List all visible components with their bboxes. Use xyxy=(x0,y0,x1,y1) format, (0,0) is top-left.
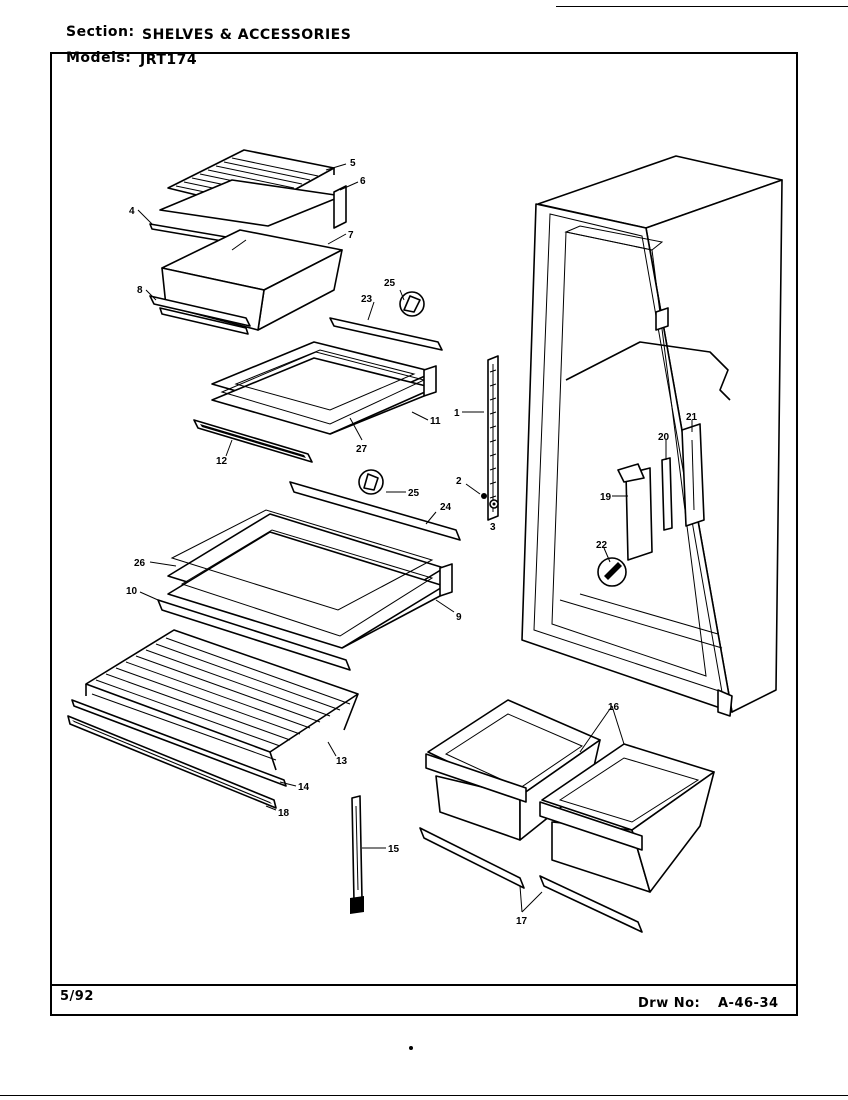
callout-6: 6 xyxy=(360,176,366,187)
callout-27: 27 xyxy=(356,444,368,455)
callout-19: 19 xyxy=(600,492,612,503)
callout-17: 17 xyxy=(516,916,528,927)
callout-25-upper: 25 xyxy=(384,278,396,289)
callout-14: 14 xyxy=(298,782,310,793)
shelf-clip-part-25-upper xyxy=(399,291,425,317)
top-rule xyxy=(556,6,848,7)
shelf-support-part-15 xyxy=(350,795,364,914)
drawing-number: A-46-34 xyxy=(718,996,779,1011)
callout-11: 11 xyxy=(430,416,441,427)
callout-26: 26 xyxy=(134,558,146,569)
shelf-frame-part-27 xyxy=(234,349,416,411)
shelf-trim-part-23 xyxy=(329,317,443,351)
shelf-frame-part-6 xyxy=(159,179,347,229)
drawing-frame xyxy=(50,52,798,1016)
shelf-frame-part-26 xyxy=(170,509,434,611)
crisper-drawer-right-part-16 xyxy=(539,743,715,893)
bottom-wire-shelf-part-13 xyxy=(85,629,359,771)
support-part-20 xyxy=(661,457,673,531)
leader-lines xyxy=(137,163,693,913)
stray-mark xyxy=(409,1046,413,1050)
callout-3: 3 xyxy=(490,522,496,533)
glass-shelf-part-9 xyxy=(167,513,453,649)
callout-20: 20 xyxy=(658,432,670,443)
callout-16: 16 xyxy=(608,702,620,713)
callout-18: 18 xyxy=(278,808,290,819)
bracket-part-19 xyxy=(617,463,653,561)
callout-8: 8 xyxy=(137,285,143,296)
shelf-trim-part-10 xyxy=(157,599,351,671)
callout-1: 1 xyxy=(454,408,460,419)
models-label: Models: xyxy=(66,50,132,66)
shelf-trim-part-12 xyxy=(193,419,313,463)
shelf-trim-part-18 xyxy=(67,715,277,809)
bottom-rule xyxy=(0,1095,848,1096)
drawing-number-label: Drw No: xyxy=(638,996,701,1011)
callout-15: 15 xyxy=(388,844,400,855)
section-label: Section: xyxy=(66,24,135,40)
glass-shelf-part-11 xyxy=(211,341,437,435)
shelf-trim-part-14 xyxy=(71,699,287,787)
callout-24: 24 xyxy=(440,502,452,513)
section-title: SHELVES & ACCESSORIES xyxy=(142,27,352,43)
callout-22: 22 xyxy=(596,540,608,551)
callout-4: 4 xyxy=(129,206,135,217)
bracket-part-21 xyxy=(681,423,705,527)
refrigerator-cabinet xyxy=(521,155,783,717)
shelf-trim-part-24 xyxy=(289,481,461,541)
callout-2: 2 xyxy=(456,476,462,487)
crisper-pan-part-7 xyxy=(161,229,343,331)
callout-5: 5 xyxy=(350,158,356,169)
callout-25-lower: 25 xyxy=(408,488,420,499)
callout-13: 13 xyxy=(336,756,348,767)
shelf-clip-part-25-lower xyxy=(358,469,384,495)
screw-part-3 xyxy=(489,499,499,509)
drawer-rail-part-17-left xyxy=(419,827,525,889)
model-number: JRT174 xyxy=(140,52,198,68)
crisper-cover-trim-part-8 xyxy=(149,295,251,335)
revision-date: 5/92 xyxy=(60,989,94,1004)
footer-divider xyxy=(50,984,798,986)
callout-21: 21 xyxy=(686,412,698,423)
shelf-ladder-part-1 xyxy=(487,355,499,521)
screw-part-2 xyxy=(481,493,487,499)
screw-part-22 xyxy=(597,557,627,587)
callout-23: 23 xyxy=(361,294,373,305)
callout-10: 10 xyxy=(126,586,138,597)
callout-7: 7 xyxy=(348,230,354,241)
callout-12: 12 xyxy=(216,456,228,467)
callout-9: 9 xyxy=(456,612,462,623)
drawer-rail-part-17-right xyxy=(539,875,643,933)
